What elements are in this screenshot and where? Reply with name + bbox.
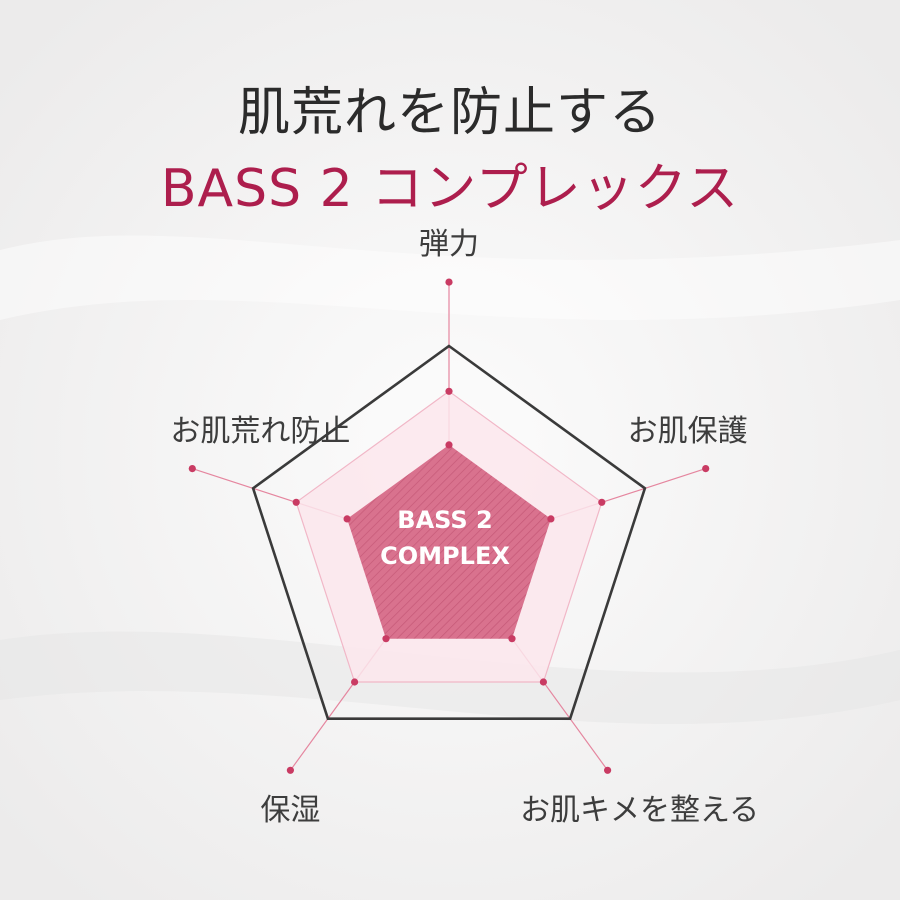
axis-tip-dot-3 — [286, 766, 294, 774]
outer-pentagon — [251, 344, 647, 721]
axis-label-rough-skin-prevention: お肌荒れ防止 — [170, 413, 351, 449]
axis-value-dot-4 — [343, 515, 351, 523]
axis-tip-dot-4 — [188, 465, 196, 473]
headline-line-2: BASS 2 コンプレックス — [160, 159, 740, 219]
axis-label-elasticity: 弾力 — [419, 227, 479, 263]
axis-ring-dot-0 — [445, 387, 453, 395]
axis-label-moisturizing: 保湿 — [260, 793, 321, 829]
data-polygon — [347, 444, 551, 639]
axis-tip-dot-0 — [445, 278, 453, 286]
axis-tip-dot-2 — [604, 766, 612, 774]
headline-line-1: 肌荒れを防止する — [237, 83, 662, 143]
axis-value-dot-0 — [445, 441, 453, 449]
center-label-line-1: BASS 2 — [397, 506, 493, 534]
axis-ring-dot-4 — [292, 498, 300, 506]
axis-value-dot-2 — [508, 635, 516, 643]
axis-ring-dot-1 — [598, 498, 606, 506]
axis-value-dot-1 — [547, 515, 555, 523]
axis-value-dot-3 — [382, 635, 390, 643]
axis-label-skin-protection: お肌保護 — [627, 413, 748, 449]
axis-tip-dot-1 — [702, 465, 710, 473]
axis-ring-dot-3 — [351, 678, 359, 686]
center-label-line-2: COMPLEX — [380, 542, 510, 570]
axis-label-skin-texture: お肌キメを整える — [520, 793, 760, 829]
axis-ring-dot-2 — [539, 678, 548, 686]
